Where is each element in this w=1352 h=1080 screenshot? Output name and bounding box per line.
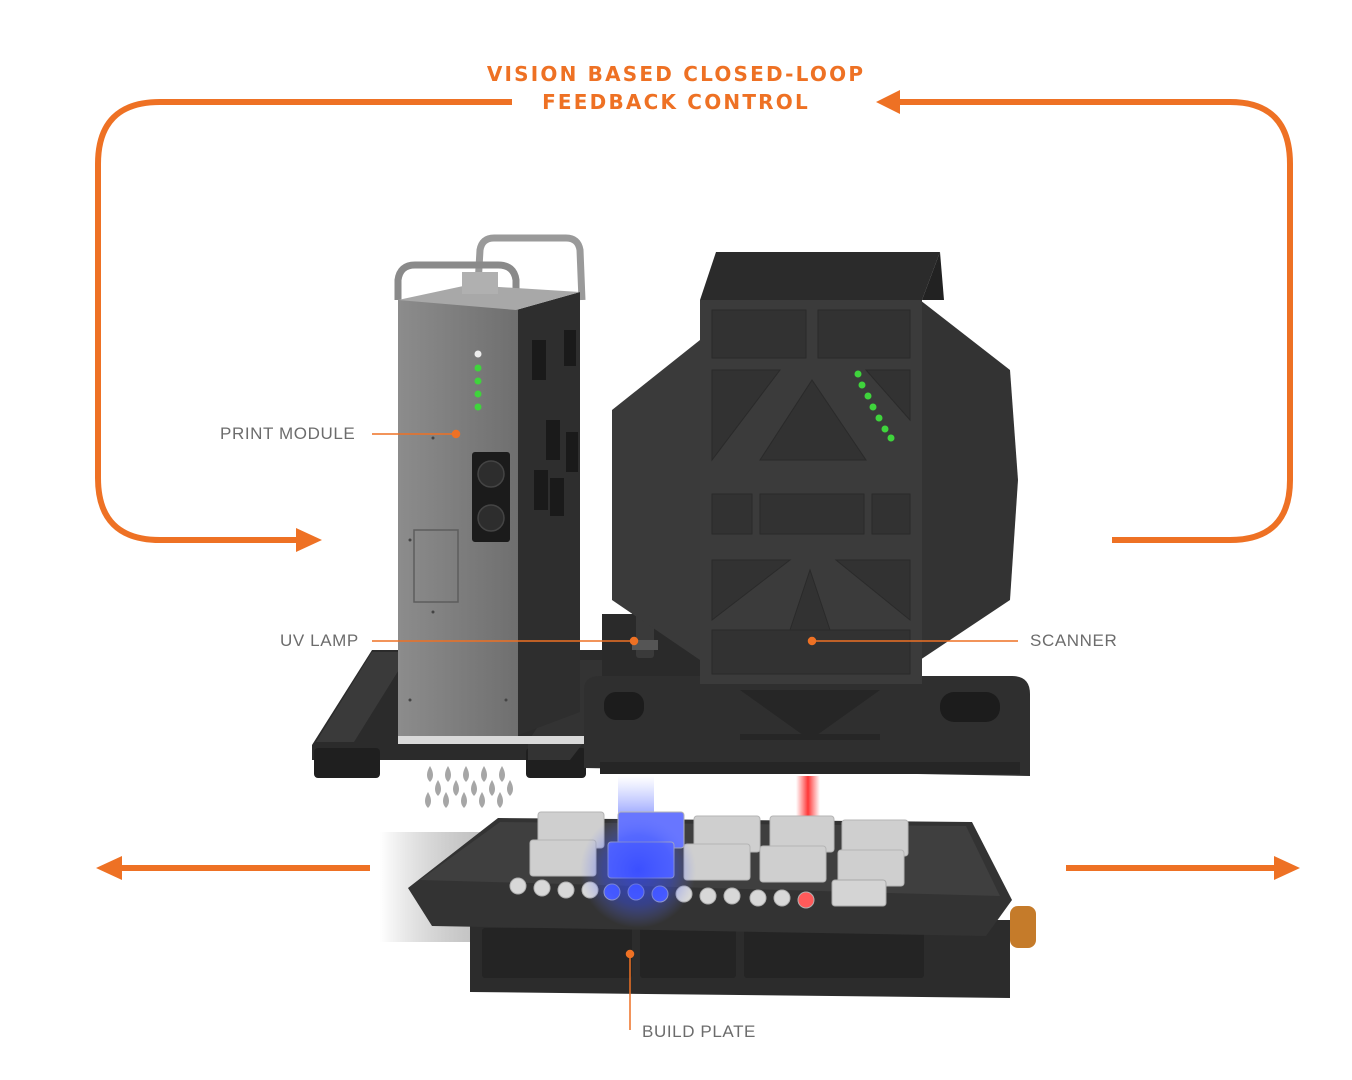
loop-arrow-icon	[95, 99, 1293, 543]
diagram-title-line-1: VISION BASED CLOSED-LOOP	[486, 62, 866, 86]
loop-arrowhead-left	[296, 528, 322, 552]
print-module	[312, 234, 604, 808]
status-led	[474, 350, 482, 358]
label-scanner: SCANNER	[1030, 631, 1118, 650]
label-uv-lamp: UV LAMP	[280, 631, 359, 650]
label-build-plate: BUILD PLATE	[642, 1022, 756, 1041]
status-led	[474, 377, 482, 385]
diagram-title-line-2: FEEDBACK CONTROL	[542, 90, 810, 114]
loop-right-path	[895, 99, 1293, 543]
arrow-left-icon	[96, 856, 370, 880]
scanner-status-leds	[854, 370, 895, 442]
loop-arrowhead-top	[876, 90, 900, 114]
status-led	[474, 390, 482, 398]
label-print-module: PRINT MODULE	[220, 424, 356, 443]
status-led	[474, 364, 482, 372]
loop-left-path	[95, 99, 512, 543]
scanner	[584, 252, 1030, 776]
status-led	[474, 403, 482, 411]
ink-droplets	[425, 766, 513, 808]
uv-glow	[580, 812, 696, 928]
arrow-right-icon	[1066, 856, 1300, 880]
build-plate	[380, 811, 1036, 998]
